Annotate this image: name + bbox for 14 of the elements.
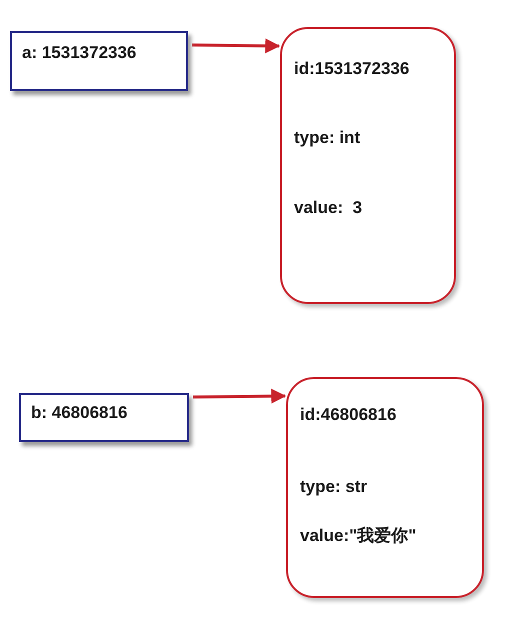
field-text: value: 3 [294,198,362,218]
variable-box [19,393,189,442]
field-text: type: int [294,128,360,148]
field-text: type: str [300,477,368,497]
arrow [192,38,280,54]
arrow [192,388,286,404]
field-text: id:1531372336 [294,59,410,79]
variable-label: b: 46806816 [31,403,128,423]
object-box [286,377,484,598]
variable-box [10,31,188,91]
object-box [280,27,456,304]
variable-label: a: 1531372336 [22,43,136,63]
field-text: value:"我爱你" [300,525,416,547]
field-text: id:46806816 [300,405,396,425]
